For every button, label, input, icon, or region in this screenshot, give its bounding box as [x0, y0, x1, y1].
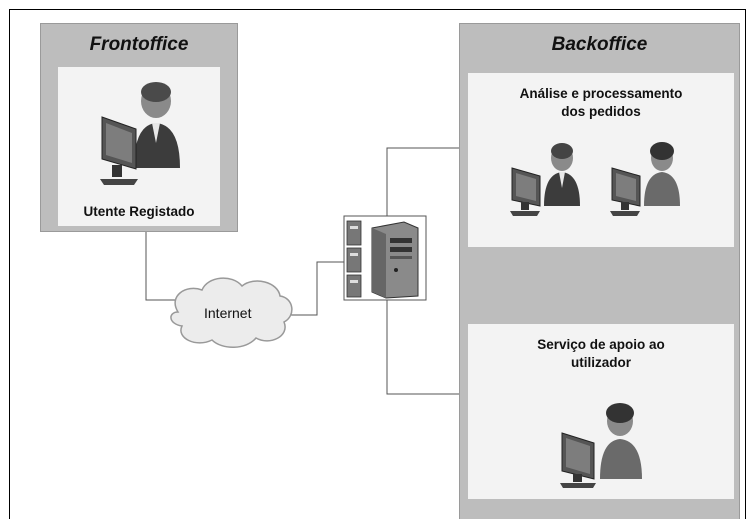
frontoffice-panel: Frontoffice Utente Registado — [40, 23, 238, 232]
backoffice-panel: Backoffice Análise e processamento dos p… — [459, 23, 740, 519]
line-frontoffice-internet — [145, 222, 175, 301]
processing-card: Análise e processamento dos pedidos — [468, 73, 734, 247]
support-label-line2: utilizador — [571, 355, 631, 370]
registered-user-icon — [100, 82, 180, 185]
line-server-support — [386, 298, 464, 395]
support-label-line1: Serviço de apoio ao — [537, 337, 665, 352]
support-card: Serviço de apoio ao utilizador — [468, 324, 734, 499]
internet-label: Internet — [204, 305, 252, 321]
frontoffice-title: Frontoffice — [89, 34, 189, 55]
backoffice-title: Backoffice — [551, 34, 648, 55]
processing-user-2-icon — [610, 142, 680, 216]
processing-label-line2: dos pedidos — [561, 104, 641, 119]
frontoffice-card: Utente Registado — [58, 67, 220, 226]
processing-user-1-icon — [510, 143, 580, 216]
line-server-processing — [386, 147, 464, 218]
line-internet-server — [290, 261, 345, 316]
diagram-frame — [9, 9, 746, 519]
processing-label-line1: Análise e processamento — [519, 86, 683, 101]
registered-user-label: Utente Registado — [83, 204, 195, 219]
support-user-icon — [560, 403, 642, 488]
